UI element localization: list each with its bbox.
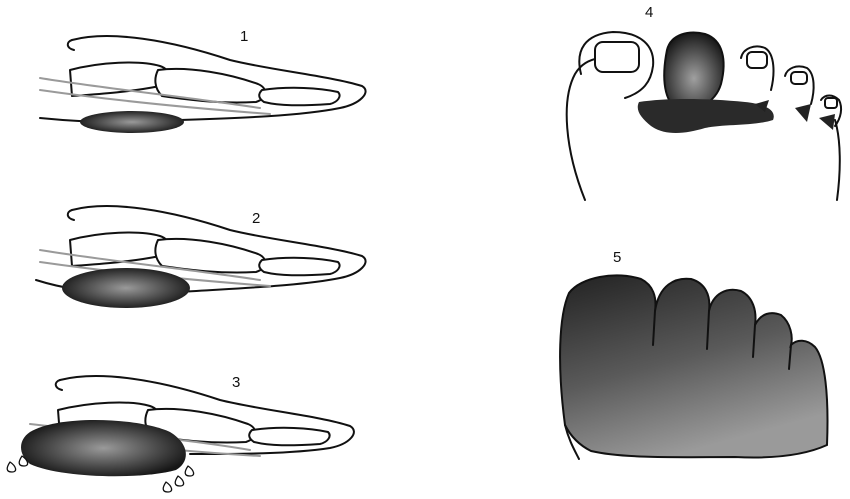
panel-5: 5 [545, 245, 850, 499]
toe-3-nail [747, 52, 767, 68]
foot-diagram-5 [545, 245, 850, 499]
infected-toe [664, 33, 723, 109]
panel-3: 3 [0, 340, 380, 499]
droplet-right-3 [185, 466, 193, 476]
droplet-left [7, 462, 15, 472]
finger-diagram-1 [0, 0, 380, 150]
panel-1: 1 [0, 0, 380, 150]
big-toe-nail [595, 42, 639, 72]
droplet-right-2 [175, 476, 183, 486]
foot-diagram-4 [555, 0, 850, 230]
toe-4-nail [791, 72, 807, 84]
finger-diagram-2 [0, 170, 380, 320]
panel-4: 4 [555, 0, 850, 230]
droplet-right-1 [163, 482, 171, 492]
lesion-2 [62, 268, 190, 308]
toe-5-nail [825, 98, 837, 108]
spreading-lesion [638, 99, 774, 133]
panel-2: 2 [0, 170, 380, 320]
lesion-1 [80, 111, 184, 133]
finger-diagram-3 [0, 340, 380, 499]
necrotic-foot [560, 275, 827, 457]
